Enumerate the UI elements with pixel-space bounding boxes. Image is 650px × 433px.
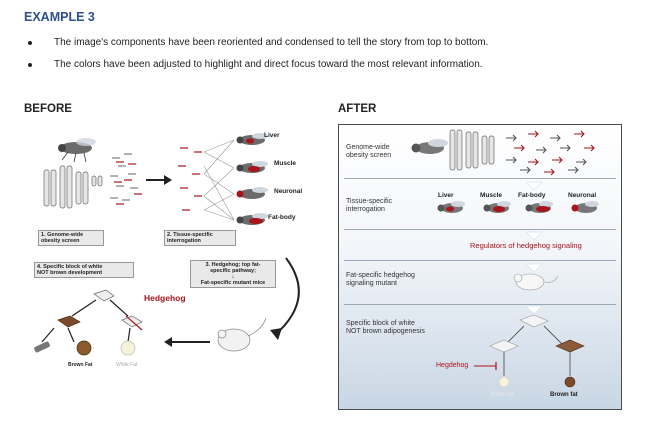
band-divider	[344, 260, 616, 261]
tissue-label-fat-body: Fat-body	[268, 214, 296, 221]
cell-lineage-icon	[474, 314, 585, 388]
step-box-2: 2. Tissue-specific interrogation	[164, 230, 236, 246]
bullet-list: The image's components have been reorien…	[28, 37, 628, 81]
arrow-left-icon	[164, 337, 210, 347]
bullet-dot-icon	[28, 41, 32, 45]
bullet-item: The image's components have been reorien…	[28, 37, 628, 59]
tissue-label-neuronal: Neuronal	[274, 188, 303, 195]
before-figure-graphics	[34, 133, 300, 356]
red-gene-marks-icon	[114, 161, 142, 205]
step-box-1: 1. Genome-wide obesity screen	[38, 230, 104, 246]
label-line: obesity screen	[346, 152, 392, 159]
after-figure: Genome-wide obesity screen Tissue-specif…	[338, 124, 622, 410]
screen-label: Genome-wide obesity screen	[346, 144, 391, 160]
hedgehog-label: Hegdehog	[436, 362, 469, 369]
fly-icon	[58, 138, 96, 163]
connection-lines	[203, 139, 235, 221]
tissue-label-fat-body: Fat-body	[518, 192, 546, 199]
step-text: 4. Specific block of white	[37, 264, 103, 270]
label-line: signaling mutant	[346, 280, 397, 287]
white-fat-label: White Fat	[116, 362, 138, 368]
chromosomes-icon	[43, 165, 103, 209]
chromosomes-icon	[449, 129, 495, 171]
bullet-item: The colors have been adjusted to highlig…	[28, 59, 628, 81]
step-text: obesity screen	[41, 238, 80, 244]
bullet-text: The image's components have been reorien…	[54, 37, 489, 48]
brown-fat-label: Brown Fat	[68, 362, 93, 368]
tissue-flies-icon	[437, 201, 599, 213]
tissue-label-liver: Liver	[264, 132, 280, 139]
band-divider	[344, 229, 616, 230]
tissue-label-muscle: Muscle	[274, 160, 297, 167]
step-box-3: 3. Hedgehog; top fat- specific pathway; …	[190, 260, 276, 288]
interrogation-label: Tissue-specific interrogation	[346, 198, 392, 214]
after-heading: AFTER	[338, 103, 377, 115]
step-text: NOT brown development	[37, 270, 103, 276]
block-label: Specific block of white NOT brown adipog…	[346, 320, 425, 336]
label-line: Genome-wide	[346, 144, 390, 151]
band-divider	[344, 304, 616, 305]
hedgehog-label: Hedgehog	[144, 293, 186, 303]
mouse-icon	[513, 273, 559, 291]
tissue-label-muscle: Muscle	[480, 192, 503, 199]
step-text: ↓	[231, 274, 235, 280]
mouse-icon	[217, 317, 267, 352]
fly-icon	[411, 139, 448, 154]
page-title: EXAMPLE 3	[24, 10, 95, 24]
white-fat-label: White fat	[490, 392, 514, 398]
down-arrow-icon	[525, 181, 543, 315]
regulators-label: Regulators of hedgehog signaling	[470, 241, 582, 250]
cell-lineage-icon	[34, 289, 143, 356]
step-box-4: 4. Specific block of white NOT brown dev…	[34, 262, 134, 278]
step-text: 3. Hedgehog; top fat-	[205, 262, 261, 268]
label-line: Specific block of white	[346, 320, 415, 327]
tissue-label-liver: Liver	[438, 192, 454, 199]
band-divider	[344, 178, 616, 179]
tissue-flies-icon	[236, 133, 268, 225]
label-line: interrogation	[346, 206, 385, 213]
step-text: specific pathway;	[210, 268, 256, 274]
label-line: NOT brown adipogenesis	[346, 328, 425, 335]
step-text: Fat-specific mutant mice	[200, 280, 266, 286]
bullet-dot-icon	[28, 63, 32, 67]
bullet-text: The colors have been adjusted to highlig…	[54, 59, 483, 70]
step-text: 1. Genome-wide	[41, 232, 84, 238]
tissue-label-neuronal: Neuronal	[568, 192, 597, 199]
step-text: 2. Tissue-specific	[167, 232, 213, 238]
before-figure: Liver Muscle Neuronal Fat-body 1. Genome…	[24, 118, 324, 388]
step-text: interrogation	[167, 238, 201, 244]
label-line: Fat-specific hedgehog	[346, 272, 415, 279]
gene-arrows-icon	[506, 130, 595, 176]
mutant-label: Fat-specific hedgehog signaling mutant	[346, 272, 415, 288]
brown-fat-label: Brown fat	[550, 392, 578, 398]
gene-marks-icon	[110, 153, 138, 201]
after-figure-graphics	[411, 129, 599, 388]
curved-arrow-icon	[270, 257, 300, 340]
after-frame	[338, 124, 622, 410]
before-heading: BEFORE	[24, 103, 72, 115]
label-line: Tissue-specific	[346, 198, 393, 205]
arrow-right-icon	[146, 175, 172, 185]
